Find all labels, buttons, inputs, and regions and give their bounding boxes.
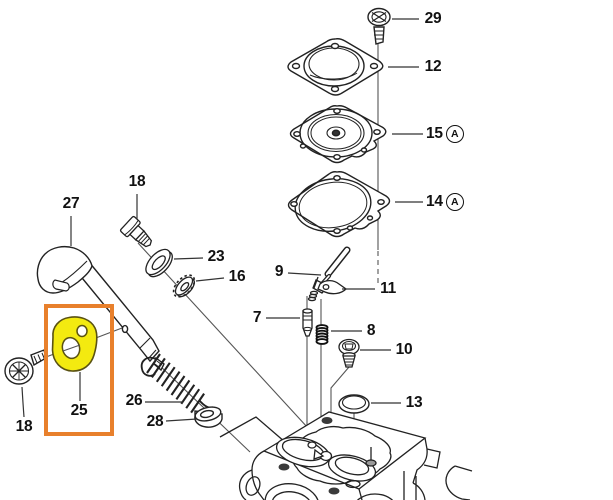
metering-lever-11-drawing [307, 276, 348, 302]
screw-18-bottom-drawing [4, 349, 47, 385]
part-label-12[interactable]: 12 [424, 58, 442, 75]
body-front-bore-inner [271, 491, 313, 500]
highlight-box-part-25 [44, 304, 114, 436]
part-label-16[interactable]: 16 [228, 268, 246, 285]
body-tiny-port [307, 441, 317, 449]
throttle-lever-27-drawing [36, 245, 93, 294]
leader-16 [195, 277, 225, 282]
variant-badge-a: A [445, 125, 464, 143]
part-label-10[interactable]: 10 [395, 341, 413, 358]
body-flange-hole [245, 476, 261, 496]
part-label-25[interactable]: 25 [70, 402, 88, 419]
leader-23 [173, 257, 204, 260]
screw-10-drawing [338, 338, 360, 368]
body-right-step [423, 448, 441, 469]
washer-28-drawing [194, 406, 223, 428]
screw-18-top-drawing [119, 215, 153, 248]
washer-23-drawing [145, 248, 173, 278]
variant-badge-a: A [445, 193, 464, 211]
body-front-edge [358, 488, 363, 500]
body-left-bracket [219, 416, 286, 443]
body-right-lower [412, 482, 426, 500]
rod-9-drawing [319, 246, 351, 287]
diaphragm-15-drawing [289, 105, 387, 164]
body-front-bore [264, 483, 320, 500]
plate-25-drawing[interactable] [51, 316, 98, 372]
body-bore-right-inner [334, 456, 370, 476]
gasket-14-drawing [287, 171, 391, 238]
carburetor-body-drawing [219, 411, 473, 500]
screw-29-drawing [367, 7, 391, 45]
lock-washer-16-drawing [172, 274, 196, 298]
body-screw-hole-top [321, 417, 333, 424]
plate-25-small-hole [76, 324, 88, 338]
part-label-15[interactable]: 15 A [426, 125, 464, 143]
part-label-7[interactable]: 7 [252, 309, 262, 326]
part-label-26[interactable]: 26 [125, 392, 143, 409]
body-left-flange [238, 469, 253, 500]
part-label-8[interactable]: 8 [366, 322, 376, 339]
body-screw-hole-bottom [328, 487, 340, 495]
part-label-11[interactable]: 11 [380, 280, 396, 297]
body-top-plateau [291, 425, 392, 485]
part-label-28[interactable]: 28 [146, 413, 164, 430]
leader-lines [21, 18, 423, 422]
body-screw-hole-left [278, 463, 290, 471]
leader-9 [287, 272, 322, 276]
inlet-needle-7-drawing [302, 308, 313, 337]
body-right-edges [403, 471, 417, 500]
part-label-13[interactable]: 13 [405, 394, 423, 411]
body-front-bore-right [356, 493, 394, 500]
pump-cover-12-drawing [287, 38, 384, 96]
axis-screw18-washers [137, 242, 309, 429]
part-label-14[interactable]: 14 A [426, 193, 464, 211]
part-label-27[interactable]: 27 [62, 195, 80, 212]
leader-18-bottom [21, 386, 25, 418]
body-right-fitting [445, 465, 473, 500]
part-label-18-bottom[interactable]: 18 [15, 418, 33, 435]
leader-28 [165, 418, 198, 422]
spring-8-drawing [315, 324, 329, 345]
body-detail-ellipse [345, 479, 361, 489]
welch-plug-13-drawing [338, 394, 370, 414]
body-pointer-detail [313, 448, 325, 460]
part-label-9[interactable]: 9 [274, 263, 284, 280]
spring-26-drawing [140, 353, 214, 414]
body-stud-base [365, 459, 377, 467]
part-label-23[interactable]: 23 [207, 248, 225, 265]
part-label-18-top[interactable]: 18 [128, 173, 146, 190]
part-label-29[interactable]: 29 [424, 10, 442, 27]
plate-25-axis-segment [62, 344, 81, 352]
body-left-side [251, 450, 265, 500]
